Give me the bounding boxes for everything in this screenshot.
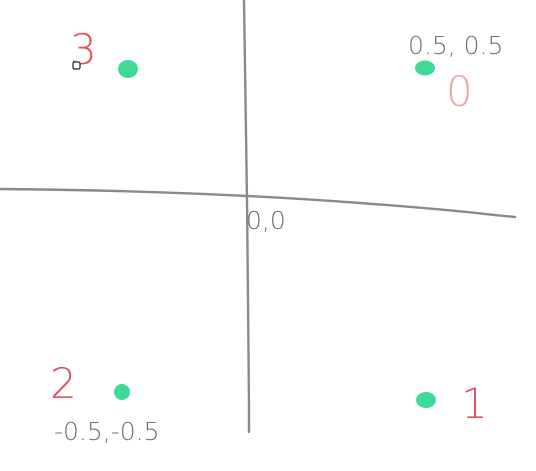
point-2-marker [114,384,130,400]
point-0-index-label: 0 [446,67,473,116]
point-0-marker [415,60,435,76]
y-axis-line [242,0,251,434]
cursor-icon [72,61,81,70]
point-1-group: 1 [416,379,488,428]
point-1-marker [416,392,436,408]
point-1-index-label: 1 [461,379,488,428]
point-0-group: 0.5, 0.5 0 [408,31,503,116]
point-2-index-label: 2 [50,359,77,408]
x-axis-line [0,187,517,219]
origin-label: 0,0 [246,206,286,235]
point-0-coordinate-label: 0.5, 0.5 [408,31,503,60]
point-3-group: 3 [70,25,138,78]
point-3-marker [118,60,138,78]
point-2-group: 2 -0.5,-0.5 [50,359,160,446]
point-2-coordinate-label: -0.5,-0.5 [54,417,160,446]
